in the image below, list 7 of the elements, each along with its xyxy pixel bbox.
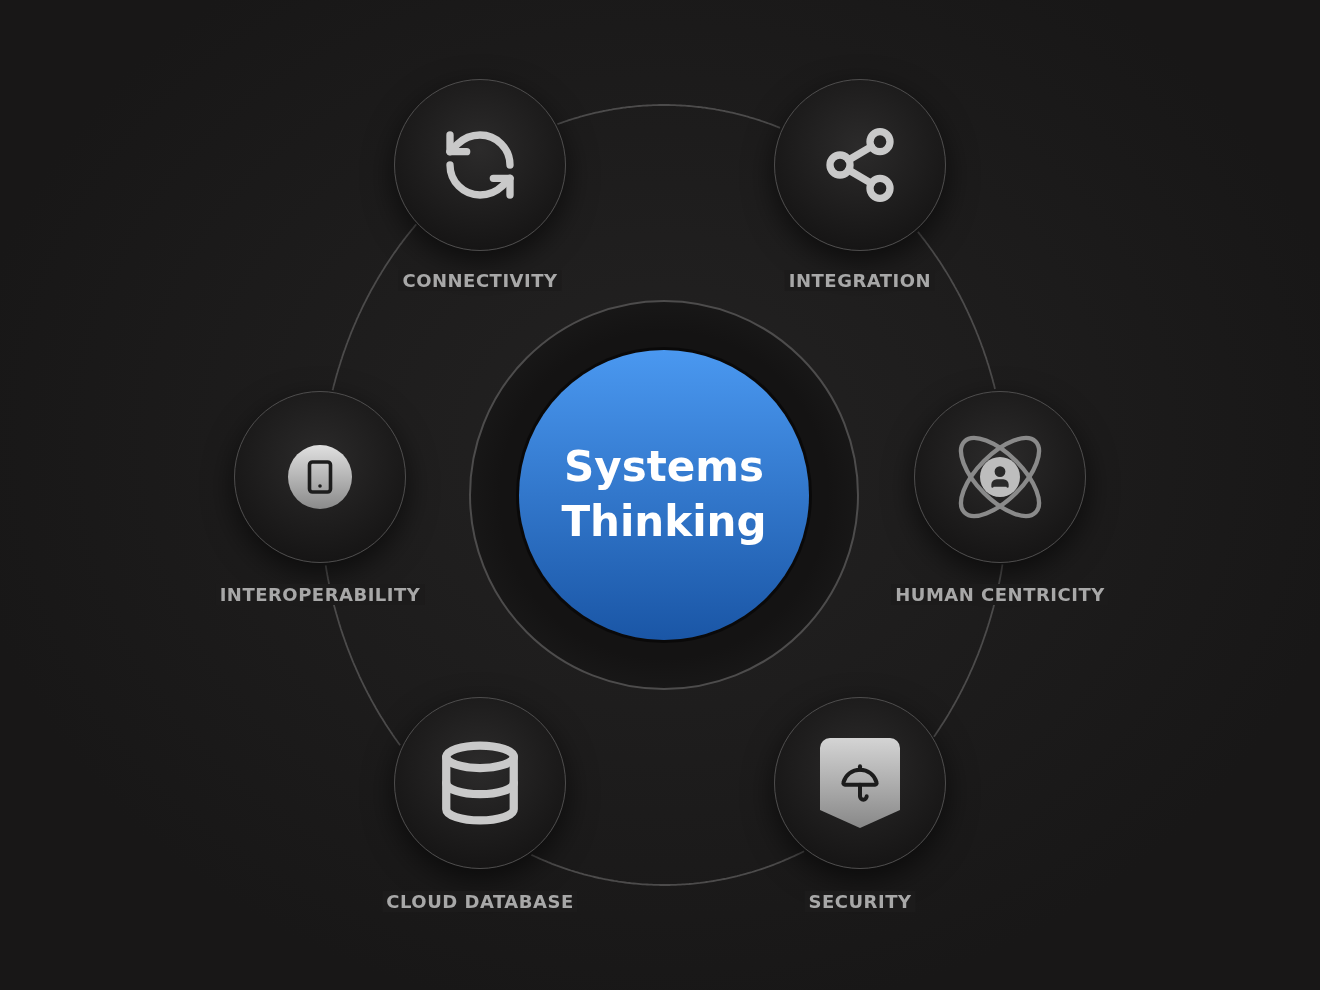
ring-arc-connector [324,564,401,747]
ring-arc-connector [933,563,1004,738]
ring-arc-connector [917,230,996,390]
ring-arc-connector [530,850,805,886]
ring-arc-connector [556,104,781,129]
ring-arc-connector [331,223,418,392]
center-title: Systems Thinking [560,441,768,548]
